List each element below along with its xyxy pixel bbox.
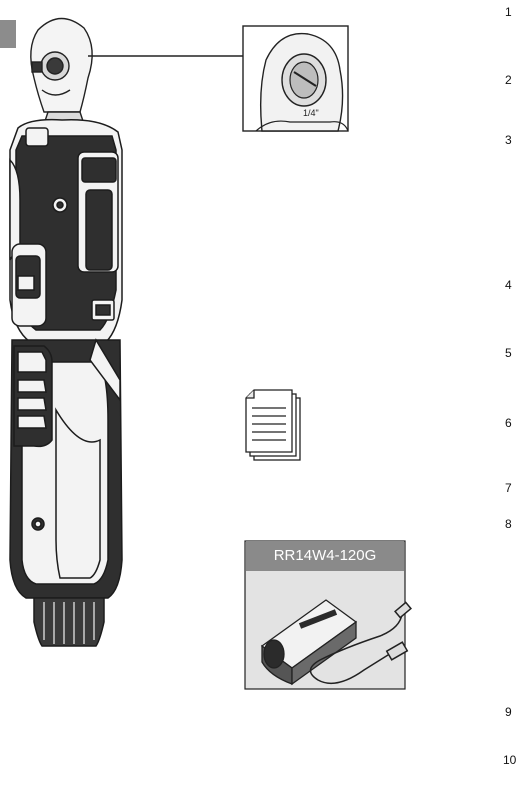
document-icon: [245, 389, 301, 461]
battery-model-label: RR14W4-120G: [246, 541, 404, 571]
callout-7: 7: [505, 481, 512, 495]
tool-body: [9, 118, 123, 647]
ratchet-head: [30, 17, 93, 125]
section-tab-marker: [0, 20, 16, 48]
callout-1: 1: [505, 5, 512, 19]
callout-8: 8: [505, 517, 512, 531]
callout-9: 9: [505, 705, 512, 719]
callout-3: 3: [505, 133, 512, 147]
callout-10: 10: [503, 753, 517, 767]
usb-cable: [309, 601, 412, 685]
callout-5: 5: [505, 346, 512, 360]
callout-2: 2: [505, 73, 512, 87]
drive-size-label: 1/4": [303, 108, 319, 118]
ratchet-detail-inset: 1/4": [242, 25, 349, 132]
callout-6: 6: [505, 416, 512, 430]
callout-4: 4: [505, 278, 512, 292]
